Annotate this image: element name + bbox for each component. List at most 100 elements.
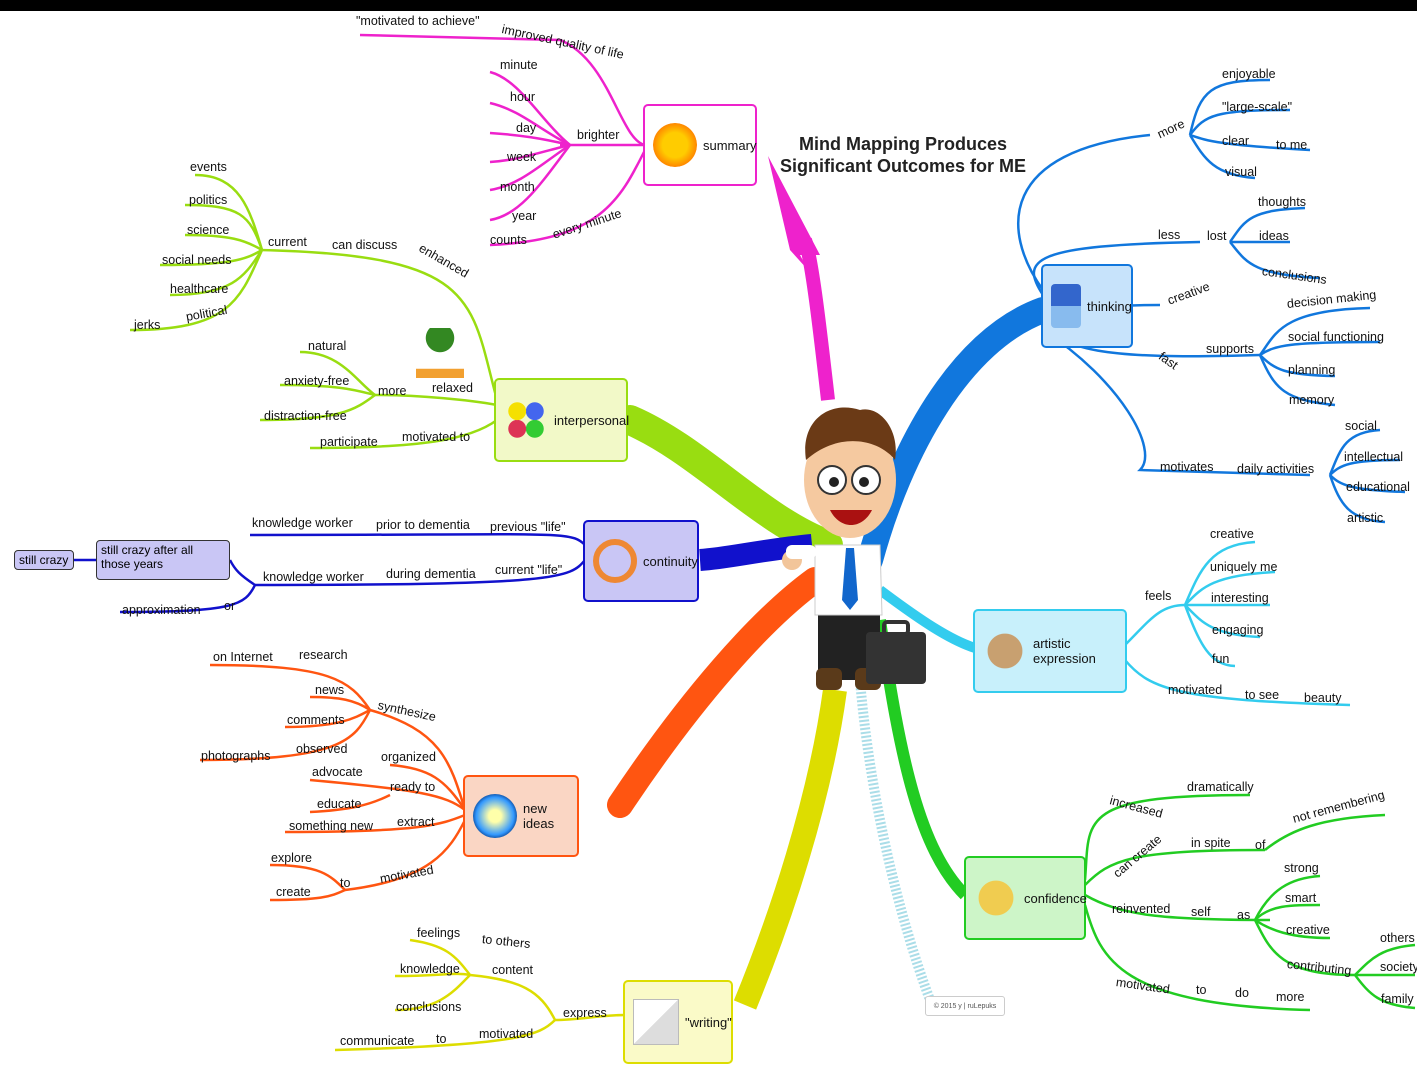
label: more	[378, 384, 407, 398]
label: strong	[1284, 861, 1319, 875]
rabbit-artist-icon	[983, 629, 1027, 673]
label: society	[1380, 960, 1417, 974]
label: motivated	[479, 1027, 534, 1041]
label: engaging	[1212, 623, 1264, 637]
label: to	[436, 1032, 447, 1046]
branch-copyright	[855, 679, 935, 1002]
node-still-crazy[interactable]: still crazy	[14, 550, 74, 570]
label: express	[563, 1006, 607, 1020]
bear-icon	[974, 876, 1018, 920]
label: memory	[1289, 393, 1335, 407]
node-new-ideas[interactable]: new ideas	[463, 775, 579, 857]
copyright-note: © 2015 y | ruLepuks	[925, 996, 1005, 1016]
branch-new-ideas	[607, 567, 828, 818]
label: communicate	[340, 1034, 415, 1048]
label: news	[315, 683, 345, 697]
label: current "life"	[495, 563, 563, 577]
label: events	[190, 160, 227, 174]
lightbulb-icon	[473, 794, 517, 838]
label: relaxed	[432, 381, 473, 395]
label: science	[187, 223, 230, 237]
label: interesting	[1211, 591, 1269, 605]
label: feelings	[417, 926, 461, 940]
label: do	[1235, 986, 1249, 1000]
palm-island-icon	[416, 328, 464, 378]
label: in spite	[1191, 836, 1231, 850]
branch-thinking	[857, 297, 1056, 573]
wizard-icon	[1051, 284, 1081, 328]
label: extract	[397, 815, 435, 829]
label: to	[1196, 983, 1207, 997]
label: create	[276, 885, 311, 899]
label: educational	[1346, 480, 1410, 494]
label: knowledge worker	[252, 516, 353, 530]
label: to me	[1276, 138, 1308, 152]
map-title: Mind Mapping Produces Significant Outcom…	[778, 133, 1028, 177]
label: more	[1276, 990, 1305, 1004]
label: week	[507, 150, 537, 164]
label: less	[1158, 228, 1181, 242]
label: conclusions	[396, 1000, 462, 1014]
businessman-figure	[782, 407, 926, 690]
label: observed	[296, 742, 348, 756]
label: knowledge	[400, 962, 460, 976]
top-black-bar	[0, 0, 1417, 11]
sun-icon	[653, 123, 697, 167]
node-interpersonal[interactable]: interpersonal	[494, 378, 629, 462]
label: smart	[1285, 891, 1317, 905]
label: previous "life"	[490, 520, 566, 534]
label: artistic	[1347, 511, 1384, 525]
label: explore	[271, 851, 312, 865]
label: ready to	[390, 780, 436, 794]
node-continuity[interactable]: continuity	[583, 520, 699, 602]
title-line-1: Mind Mapping Produces	[798, 134, 1007, 154]
branch-writing	[733, 688, 847, 1010]
label: research	[299, 648, 348, 662]
label: during dementia	[386, 567, 476, 581]
node-thinking[interactable]: thinking	[1041, 264, 1133, 348]
label: family	[1381, 992, 1414, 1006]
label: ideas	[1259, 229, 1289, 243]
label: dramatically	[1187, 780, 1254, 794]
label: creative	[1210, 527, 1254, 541]
label: photographs	[201, 749, 271, 763]
label: anxiety-free	[284, 374, 350, 388]
label: knowledge worker	[263, 570, 364, 584]
label: uniquely me	[1210, 560, 1278, 574]
label: reinvented	[1112, 902, 1171, 916]
label: beauty	[1304, 691, 1342, 705]
label: feels	[1145, 589, 1172, 603]
label: fun	[1212, 652, 1230, 666]
label: visual	[1225, 165, 1257, 179]
label: motivated	[1168, 683, 1223, 697]
pen-paper-icon	[633, 999, 679, 1045]
label: clear	[1222, 134, 1250, 148]
label: self	[1191, 905, 1211, 919]
branch-interpersonal	[615, 405, 843, 560]
label: intellectual	[1344, 450, 1404, 464]
label: creative	[1286, 923, 1330, 937]
label: brighter	[577, 128, 620, 142]
label: daily activities	[1237, 462, 1315, 476]
label: day	[516, 121, 537, 135]
label: distraction-free	[264, 409, 347, 423]
label: "motivated to achieve"	[356, 14, 480, 28]
label: social functioning	[1288, 330, 1384, 344]
label: motivates	[1160, 460, 1214, 474]
label: social needs	[162, 253, 232, 267]
label: current	[268, 235, 307, 249]
label: motivated to	[402, 430, 471, 444]
node-confidence[interactable]: confidence	[964, 856, 1087, 940]
title-line-2: Significant Outcomes for ME	[779, 156, 1027, 176]
node-summary[interactable]: summary	[643, 104, 757, 186]
node-still-crazy-after[interactable]: still crazy after all those years	[96, 540, 230, 580]
label: content	[492, 963, 534, 977]
label: others	[1380, 931, 1415, 945]
label: politics	[189, 193, 228, 207]
label: planning	[1288, 363, 1336, 377]
label: on Internet	[213, 650, 273, 664]
node-artistic-expression[interactable]: artistic expression	[973, 609, 1127, 693]
node-writing[interactable]: "writing"	[623, 980, 733, 1064]
label: jerks	[134, 318, 161, 332]
